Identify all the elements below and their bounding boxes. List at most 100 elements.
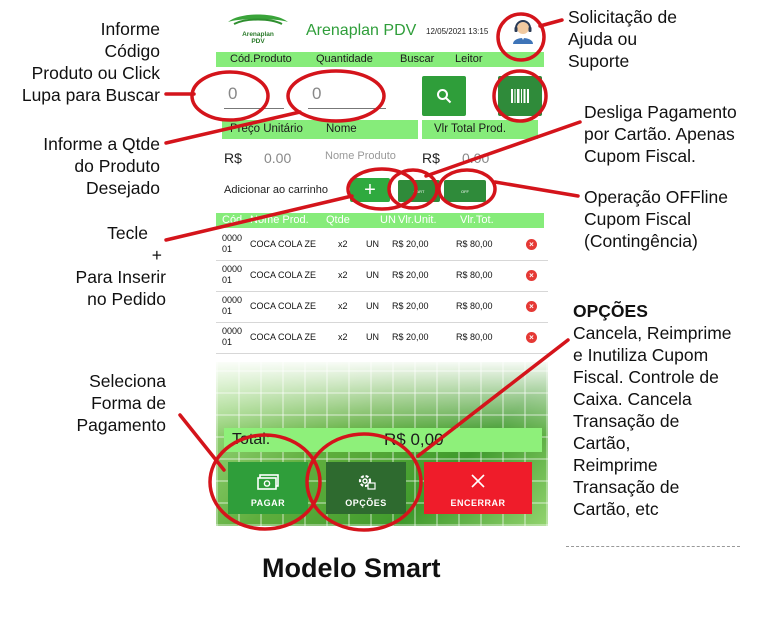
table-row[interactable]: 0000 01 COCA COLA ZE x2 UN R$ 20,00 R$ 8… bbox=[216, 323, 548, 354]
codigo-input-value: 0 bbox=[228, 84, 238, 103]
price-header-bar-right: Vlr Total Prod. bbox=[422, 120, 538, 139]
total-value: R$ 0,00 bbox=[384, 430, 444, 449]
row-name: COCA COLA ZE bbox=[250, 332, 317, 342]
row-unit: R$ 20,00 bbox=[392, 301, 429, 311]
search-button[interactable] bbox=[422, 76, 466, 116]
row-code-2: 01 bbox=[222, 337, 233, 347]
col-qtde: Qtde bbox=[326, 214, 350, 226]
items-table-header: Cód. Nome Prod. Qtde UN Vlr.Unit. Vlr.To… bbox=[216, 213, 544, 228]
table-row[interactable]: 0000 01 COCA COLA ZE x2 UN R$ 20,00 R$ 8… bbox=[216, 292, 548, 323]
support-button[interactable] bbox=[510, 18, 536, 44]
annotation-offline: Operação OFFline Cupom Fiscal (Contingên… bbox=[584, 186, 728, 252]
logo-leaf-icon bbox=[228, 14, 288, 25]
annotation-line: Produto ou Click bbox=[31, 63, 160, 83]
header-preco: Preço Unitário bbox=[230, 123, 303, 135]
annotation-line: por Cartão. Apenas bbox=[584, 124, 735, 144]
plus-icon: + bbox=[364, 179, 376, 201]
pagar-button[interactable]: PAGAR bbox=[228, 462, 308, 514]
col-nome: Nome Prod. bbox=[250, 214, 309, 226]
disable-card-payment-button[interactable]: CART bbox=[398, 180, 440, 202]
row-name: COCA COLA ZE bbox=[250, 301, 317, 311]
total-bar: Total: R$ 0,00 bbox=[224, 428, 542, 452]
annotation-line: Forma de bbox=[91, 393, 166, 413]
offline-label: OFF bbox=[461, 188, 469, 194]
cash-icon bbox=[257, 474, 279, 490]
row-code-2: 01 bbox=[222, 244, 233, 254]
annotation-line: Pagamento bbox=[76, 415, 166, 435]
row-un: UN bbox=[366, 301, 379, 311]
settings-gear-icon bbox=[358, 474, 376, 490]
annotation-seleciona: Seleciona Forma de Pagamento bbox=[76, 370, 166, 436]
offline-mode-button[interactable]: OFF bbox=[444, 180, 486, 202]
caption: Modelo Smart bbox=[262, 553, 441, 583]
row-name: COCA COLA ZE bbox=[250, 270, 317, 280]
divider-dash-line bbox=[566, 546, 740, 547]
header-total-prod: Vlr Total Prod. bbox=[434, 123, 507, 135]
close-icon bbox=[471, 474, 485, 488]
row-unit: R$ 20,00 bbox=[392, 270, 429, 280]
logo-text-bottom: PDV bbox=[251, 38, 265, 45]
row-qty: x2 bbox=[338, 270, 348, 280]
opcoes-button[interactable]: OPÇÕES bbox=[326, 462, 406, 514]
annotation-line: Cartão, etc bbox=[573, 499, 659, 519]
remove-item-icon[interactable]: × bbox=[526, 332, 537, 343]
search-icon bbox=[437, 89, 452, 104]
annotation-line: do Produto bbox=[74, 156, 160, 176]
header-codigo: Cód.Produto bbox=[230, 53, 292, 65]
header-buscar: Buscar bbox=[400, 53, 435, 65]
app-title: Arenaplan PDV bbox=[306, 22, 417, 39]
total-prod-value: 0.00 bbox=[462, 150, 490, 166]
remove-item-icon[interactable]: × bbox=[526, 270, 537, 281]
annotation-line: Desliga Pagamento bbox=[584, 102, 737, 122]
table-row[interactable]: 0000 01 COCA COLA ZE x2 UN R$ 20,00 R$ 8… bbox=[216, 230, 548, 261]
codigo-input[interactable]: 0 bbox=[224, 80, 284, 110]
quantidade-input-value: 0 bbox=[312, 84, 322, 103]
table-row[interactable]: 0000 01 COCA COLA ZE x2 UN R$ 20,00 R$ 8… bbox=[216, 261, 548, 292]
total-currency: R$ bbox=[422, 150, 440, 166]
annotation-line: Cartão, bbox=[573, 433, 631, 453]
annotation-opcoes: OPÇÕES Cancela, Reimprime e Inutiliza Cu… bbox=[573, 300, 732, 520]
remove-item-icon[interactable]: × bbox=[526, 239, 537, 250]
encerrar-button[interactable]: ENCERRAR bbox=[424, 462, 532, 514]
row-unit: R$ 20,00 bbox=[392, 239, 429, 249]
col-vlr-tot: Vlr.Tot. bbox=[460, 214, 494, 226]
row-total: R$ 80,00 bbox=[456, 332, 493, 342]
price-header-bar-left: Preço Unitário Nome bbox=[222, 120, 418, 139]
add-item-button[interactable]: + bbox=[350, 178, 390, 202]
annotation-line: Caixa. Cancela bbox=[573, 389, 692, 409]
header-quantidade: Quantidade bbox=[316, 53, 373, 65]
header-leitor: Leitor bbox=[455, 53, 483, 65]
row-total: R$ 80,00 bbox=[456, 270, 493, 280]
row-total: R$ 80,00 bbox=[456, 301, 493, 311]
annotation-line: Solicitação de bbox=[568, 7, 677, 27]
logo-text-top: Arenaplan bbox=[242, 31, 274, 38]
pdv-screen: Arenaplan PDV Arenaplan PDV 12/05/2021 1… bbox=[216, 0, 548, 526]
row-qty: x2 bbox=[338, 301, 348, 311]
annotation-line: Cupom Fiscal. bbox=[584, 146, 696, 166]
annotation-line: (Contingência) bbox=[584, 231, 698, 251]
row-code-1: 0000 bbox=[222, 326, 243, 336]
annotation-line: Para Inserir bbox=[75, 267, 166, 287]
remove-item-icon[interactable]: × bbox=[526, 301, 537, 312]
row-total: R$ 80,00 bbox=[456, 239, 493, 249]
annotation-line: Tecle bbox=[107, 223, 148, 243]
quantidade-input[interactable]: 0 bbox=[308, 80, 386, 110]
annotation-desliga: Desliga Pagamento por Cartão. Apenas Cup… bbox=[584, 101, 737, 167]
encerrar-label: ENCERRAR bbox=[450, 498, 506, 508]
row-unit: R$ 20,00 bbox=[392, 332, 429, 342]
row-un: UN bbox=[366, 239, 379, 249]
annotation-line: Transação de bbox=[573, 411, 680, 431]
disable-card-label: CART bbox=[413, 188, 425, 194]
quantidade-input-underline bbox=[308, 108, 386, 109]
row-code-2: 01 bbox=[222, 275, 233, 285]
total-label: Total: bbox=[232, 431, 271, 448]
annotation-line: Seleciona bbox=[89, 371, 166, 391]
annotation-informe-qtde: Informe a Qtde do Produto Desejado bbox=[43, 133, 160, 199]
annotation-line: no Pedido bbox=[87, 289, 166, 309]
annotation-line: + bbox=[151, 245, 162, 265]
annotation-line: Lupa para Buscar bbox=[21, 85, 160, 105]
nome-produto-placeholder: Nome Produto bbox=[325, 150, 396, 162]
barcode-icon bbox=[511, 89, 529, 103]
barcode-reader-button[interactable] bbox=[498, 76, 542, 116]
codigo-input-underline bbox=[224, 108, 284, 109]
